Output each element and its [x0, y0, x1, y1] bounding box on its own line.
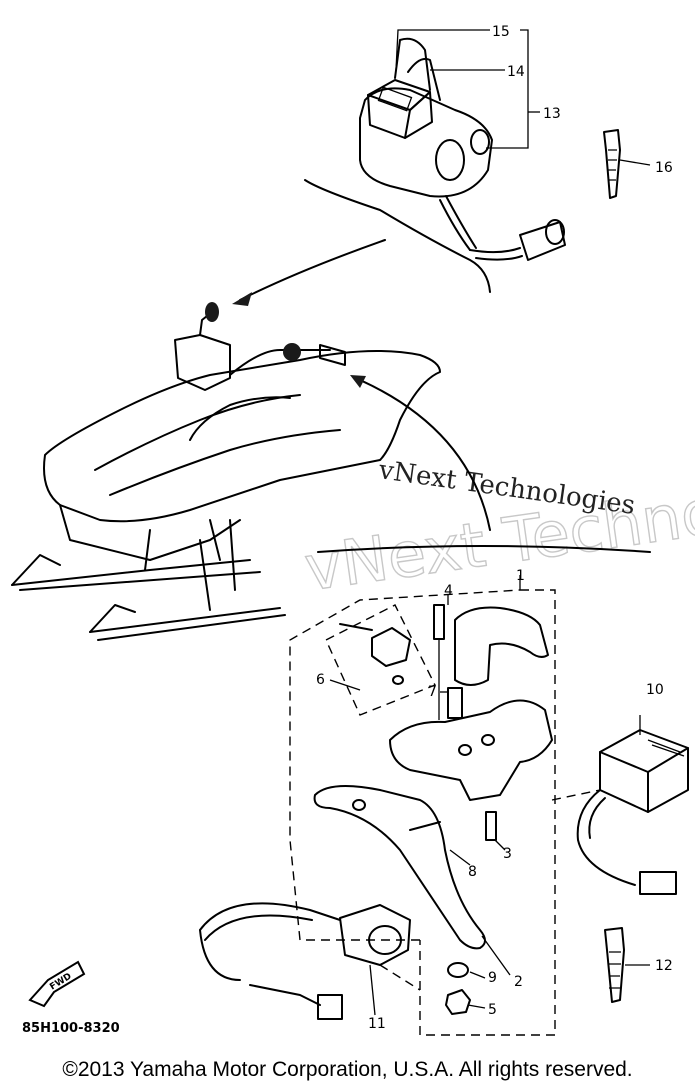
- arrow-head-2: [350, 375, 366, 388]
- callout-15: 15: [492, 24, 510, 40]
- fwd-arrow-icon: FWD: [28, 960, 86, 1008]
- callout-1: 1: [516, 568, 525, 584]
- part-16-clip: [603, 129, 621, 199]
- callout-3: 3: [503, 846, 512, 862]
- callout-10: 10: [646, 682, 664, 698]
- lower-parts: [199, 604, 689, 1020]
- assembly-boundaries: [289, 589, 556, 1036]
- leader-lines-top: [395, 29, 651, 166]
- callout-9: 9: [488, 970, 497, 986]
- callout-13: 13: [543, 106, 561, 122]
- arrow-to-handlebar: [239, 239, 386, 301]
- callout-11: 11: [368, 1016, 386, 1032]
- leader-lines-lower: [329, 575, 650, 1016]
- switch-box-assembly: [304, 37, 566, 293]
- part-code: 85H100-8320: [22, 1021, 120, 1036]
- exploded-parts-diagram: vNext Technologies vNext Technologies: [11, 24, 695, 1036]
- callout-12: 12: [655, 958, 673, 974]
- callout-8: 8: [468, 864, 477, 880]
- copyright-notice: ©2013 Yamaha Motor Corporation, U.S.A. A…: [62, 1058, 633, 1081]
- arrow-to-throttle: [359, 379, 491, 531]
- callout-14: 14: [507, 64, 525, 80]
- arrow-head: [232, 292, 252, 306]
- callout-5: 5: [488, 1002, 497, 1018]
- callout-4: 4: [444, 583, 453, 599]
- section-separator: [317, 545, 651, 553]
- callout-16: 16: [655, 160, 673, 176]
- snowmobile: [11, 302, 441, 641]
- watermark: vNext Technologies vNext Technologies: [300, 449, 695, 606]
- callout-6: 6: [316, 672, 325, 688]
- callout-7: 7: [428, 684, 437, 700]
- callout-labels: 15 14 13 16 1 4 6 7 10 3 8 12 2 9 5 11: [316, 24, 673, 1032]
- callout-2: 2: [514, 974, 523, 990]
